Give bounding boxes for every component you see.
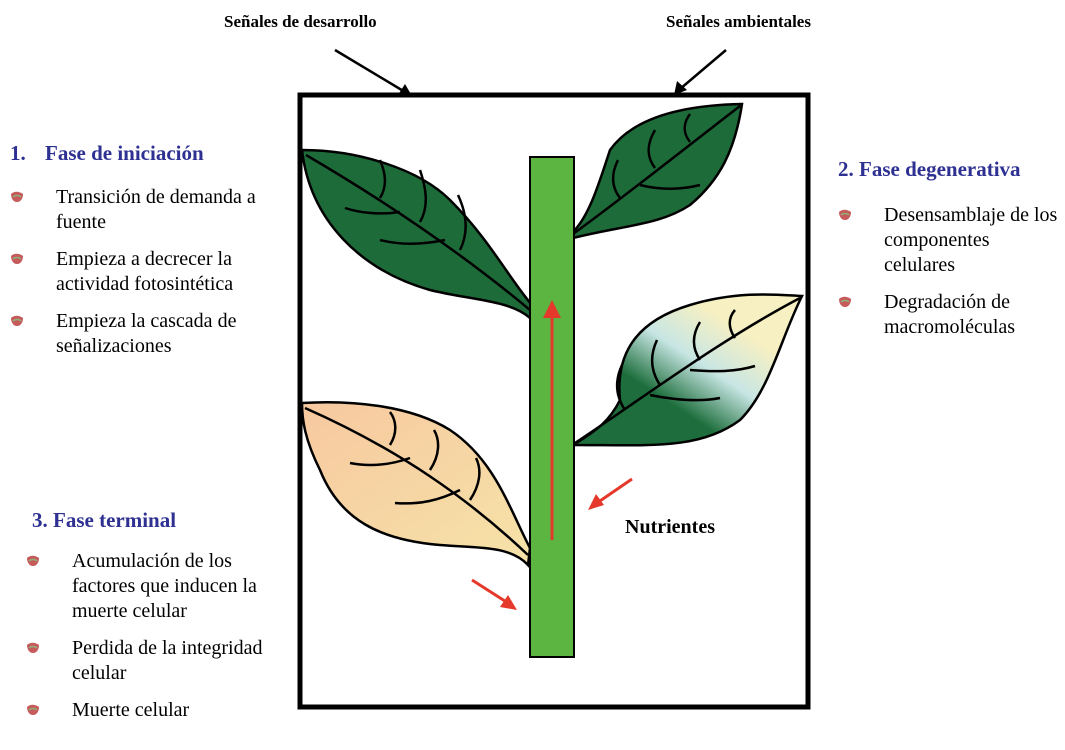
phase2-bullet: Degradación de macromoléculas bbox=[838, 290, 1058, 340]
bullet-icon bbox=[26, 555, 40, 567]
phase1-bullet: Transición de demanda a fuente bbox=[10, 185, 290, 235]
phase1-bullet-text: Empieza la cascada de señalizaciones bbox=[56, 310, 237, 357]
phase2-bullet-text: Desensamblaje de los componentes celular… bbox=[884, 204, 1058, 276]
bullet-icon bbox=[10, 315, 24, 327]
phase1-bullet-list: Transición de demanda a fuente Empieza a… bbox=[10, 185, 290, 371]
phase3-bullet: Muerte celular bbox=[26, 698, 294, 723]
nutrients-label: Nutrientes bbox=[625, 516, 715, 538]
bullet-icon bbox=[838, 296, 852, 308]
phase1-bullet-text: Empieza a decrecer la actividad fotosint… bbox=[56, 248, 234, 295]
upward-transport-arrow bbox=[543, 300, 561, 540]
phase2-bullet: Desensamblaje de los componentes celular… bbox=[838, 203, 1058, 278]
phase1-title: Fase de iniciación bbox=[45, 141, 204, 165]
phase3-bullet-text: Muerte celular bbox=[72, 699, 190, 721]
phase3-title: 3. Fase terminal bbox=[32, 508, 177, 532]
bullet-icon bbox=[10, 253, 24, 265]
phase1-heading: 1. Fase de iniciación bbox=[10, 141, 204, 166]
nutrient-arrow-left bbox=[471, 578, 517, 610]
phase3-bullet: Acumulación de los factores que inducen … bbox=[26, 549, 294, 624]
bullet-icon bbox=[26, 704, 40, 716]
phase3-bullet-text: Perdida de la integridad celular bbox=[72, 637, 263, 684]
bullet-icon bbox=[10, 191, 24, 203]
developmental-signal-arrow bbox=[334, 48, 412, 96]
phase3-bullet: Perdida de la integridad celular bbox=[26, 636, 294, 686]
upper-left-leaf bbox=[300, 148, 534, 321]
phase1-number: 1. bbox=[10, 141, 26, 165]
phase3-bullet-list: Acumulación de los factores que inducen … bbox=[26, 549, 294, 735]
phase2-bullet-list: Desensamblaje de los componentes celular… bbox=[838, 203, 1058, 352]
lower-left-senescent-leaf bbox=[300, 400, 532, 568]
environmental-signals-label: Señales ambientales bbox=[666, 12, 811, 31]
phase1-bullet-text: Transición de demanda a fuente bbox=[56, 186, 256, 233]
phase1-bullet: Empieza la cascada de señalizaciones bbox=[10, 309, 290, 359]
bullet-icon bbox=[26, 642, 40, 654]
developmental-signals-label: Señales de desarrollo bbox=[224, 12, 377, 31]
bullet-icon bbox=[838, 209, 852, 221]
phase3-bullet-text: Acumulación de los factores que inducen … bbox=[72, 550, 257, 622]
phase2-title: 2. Fase degenerativa bbox=[838, 157, 1021, 181]
environmental-signal-arrow bbox=[674, 49, 727, 95]
phase1-bullet: Empieza a decrecer la actividad fotosint… bbox=[10, 247, 290, 297]
upper-right-leaf bbox=[571, 102, 744, 240]
phase2-bullet-text: Degradación de macromoléculas bbox=[884, 291, 1016, 338]
nutrient-arrow-right bbox=[588, 477, 633, 510]
right-degenerating-leaf bbox=[568, 293, 804, 447]
